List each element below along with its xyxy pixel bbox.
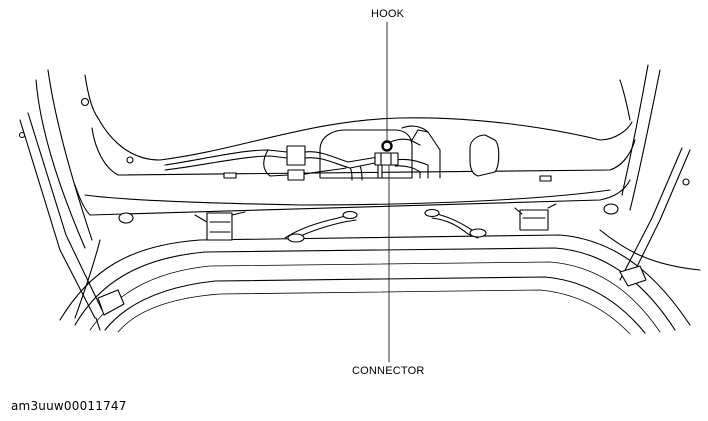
right-corner-bracket <box>619 265 647 287</box>
trunk-opening-rim <box>59 229 701 335</box>
reference-code: am3uuw00011747 <box>11 399 127 413</box>
latch-clip-right <box>514 203 557 231</box>
hinge-strap-left <box>284 210 358 243</box>
panel-holes <box>18 97 690 224</box>
latch-clip-left <box>194 211 246 241</box>
wire-harness <box>164 129 429 181</box>
connector-label: CONNECTOR <box>352 365 425 377</box>
leader-lines <box>386 21 390 363</box>
inner-panel <box>74 117 636 216</box>
hook-label: HOOK <box>371 8 405 20</box>
center-housing <box>319 125 500 179</box>
left-corner-bracket <box>95 289 125 331</box>
hook-part <box>381 140 393 152</box>
hinge-strap-right <box>424 208 487 239</box>
lid-outer-frame <box>19 64 691 319</box>
connector-part <box>374 152 399 166</box>
